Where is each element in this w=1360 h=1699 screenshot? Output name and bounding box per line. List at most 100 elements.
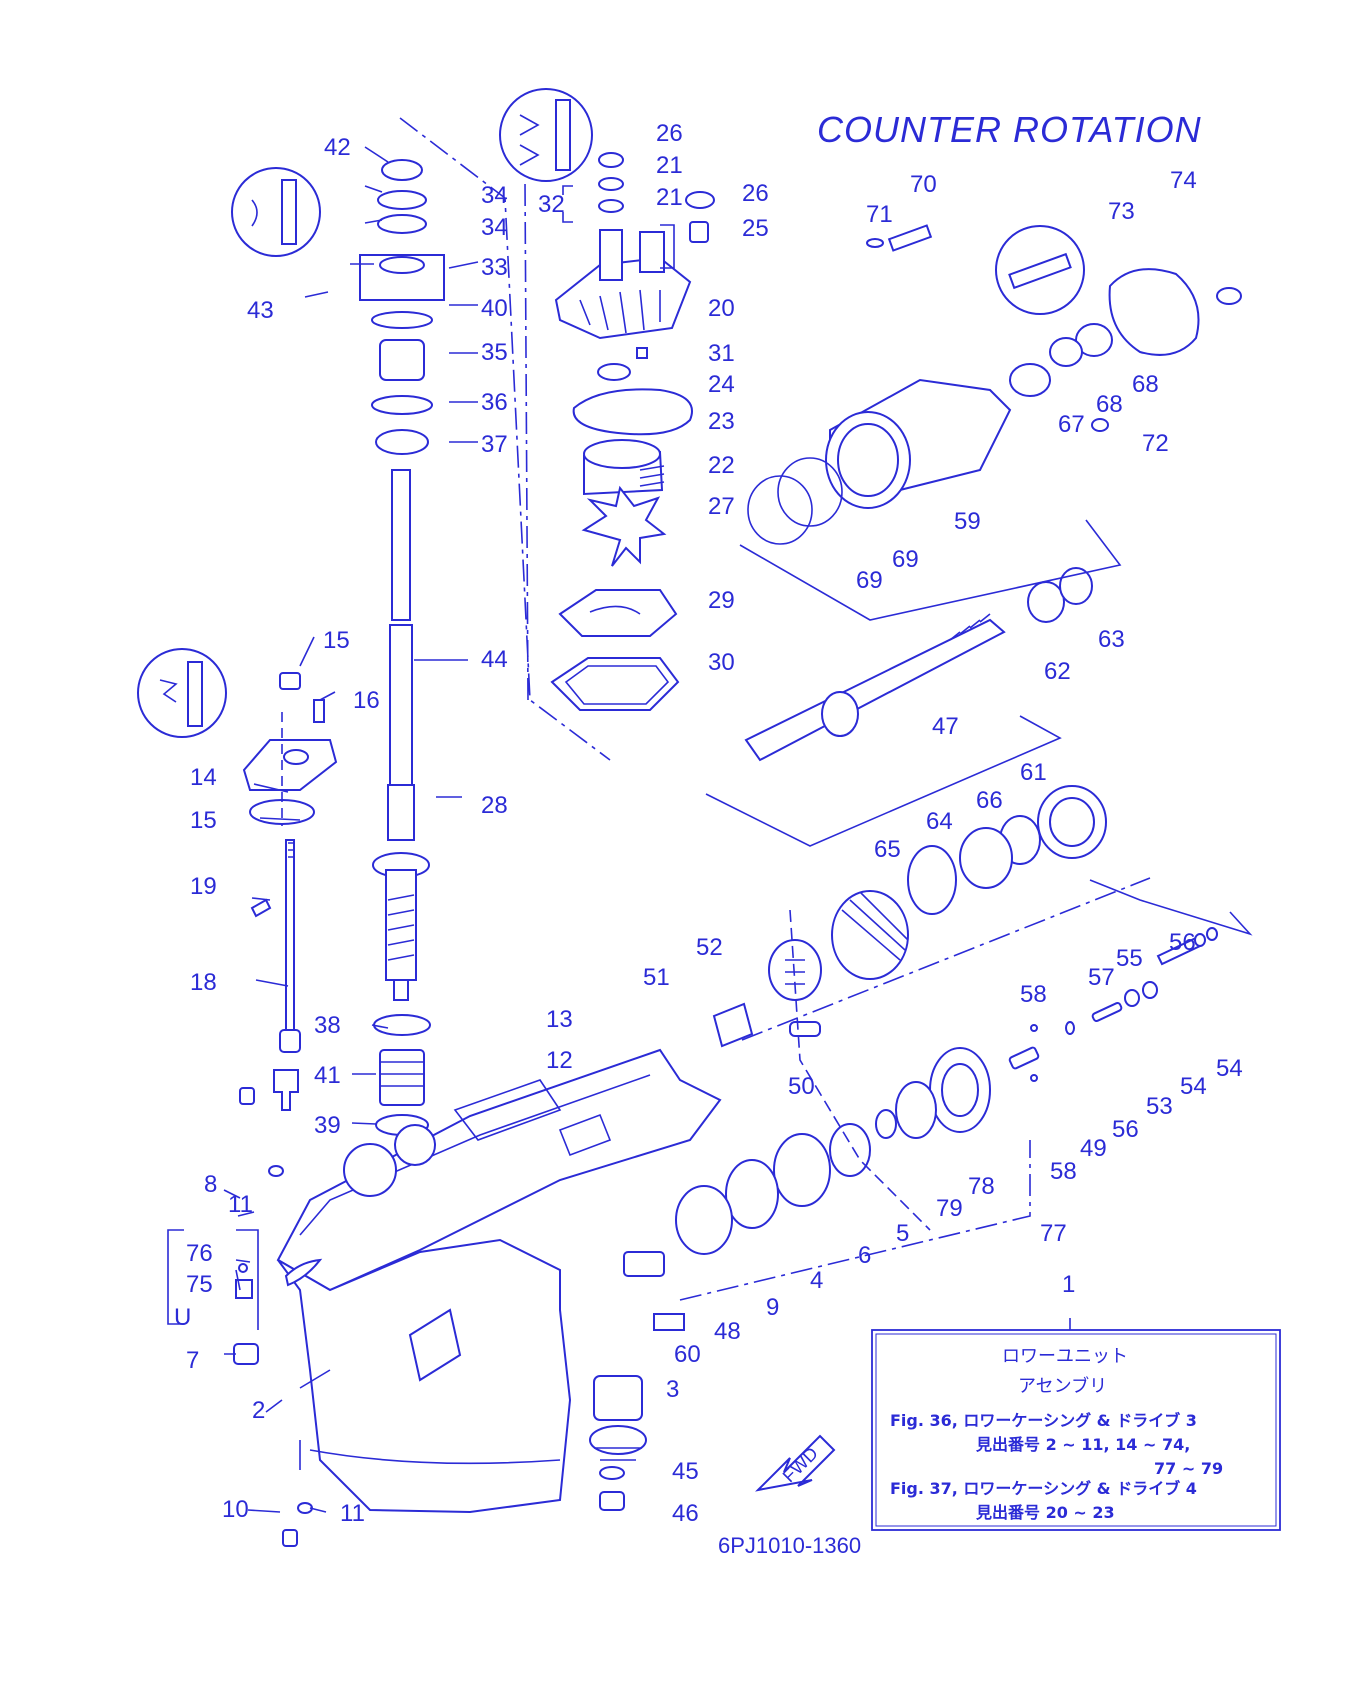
sealant-callout-top-left: [231, 167, 321, 257]
label-34-b: 34: [481, 214, 508, 241]
label-53: 53: [1146, 1093, 1173, 1120]
pump-dash-outline: [399, 117, 611, 761]
label-3: 3: [666, 1376, 679, 1403]
water-pump-group: [550, 152, 715, 711]
label-52: 52: [696, 934, 723, 961]
case-leaders: [299, 1369, 331, 1470]
label-18: 18: [190, 969, 217, 996]
label-78: 78: [968, 1173, 995, 1200]
sealant-callout-top-center: [499, 88, 593, 182]
label-55: 55: [1116, 945, 1143, 972]
sealant-callout-left: [137, 648, 227, 738]
label-73: 73: [1108, 198, 1135, 225]
label-28: 28: [481, 792, 508, 819]
fig37-line2: 見出番号 20 ~ 23: [975, 1503, 1115, 1522]
fwd-arrow-icon: FWD: [755, 1434, 836, 1492]
assembly-name-line2: アセンブリ: [1018, 1375, 1107, 1397]
label-40: 40: [481, 295, 508, 322]
label-37: 37: [481, 431, 508, 458]
label-77: 77: [1040, 1220, 1067, 1247]
label-2: 2: [252, 1397, 265, 1424]
label-68-b: 68: [1096, 391, 1123, 418]
clutch-frame: [1089, 879, 1253, 936]
label-11-b: 11: [340, 1500, 365, 1527]
label-10: 10: [222, 1496, 249, 1523]
label-79: 79: [936, 1195, 963, 1222]
label-57: 57: [1088, 964, 1115, 991]
label-6: 6: [858, 1242, 871, 1269]
label-63: 63: [1098, 626, 1125, 653]
label-24: 24: [708, 371, 735, 398]
gear-frame: [705, 715, 1062, 847]
label-49: 49: [1080, 1135, 1107, 1162]
diagram-title: COUNTER ROTATION: [817, 109, 1202, 150]
label-12: 12: [546, 1047, 573, 1074]
label-23: 23: [708, 408, 735, 435]
label-69-b: 69: [856, 567, 883, 594]
label-70: 70: [910, 171, 937, 198]
label-74: 74: [1170, 167, 1197, 194]
label-67: 67: [1058, 411, 1085, 438]
label-34-a: 34: [481, 182, 508, 209]
label-64: 64: [926, 808, 953, 835]
label-61: 61: [1020, 759, 1047, 786]
label-27: 27: [708, 493, 735, 520]
fig36-line2: 見出番号 2 ~ 11, 14 ~ 74,: [975, 1435, 1190, 1454]
label-11-a: 11: [228, 1191, 253, 1218]
fig37-line1: Fig. 37, ロワーケーシング & ドライブ 4: [890, 1479, 1197, 1498]
label-14: 14: [190, 764, 217, 791]
fig36-line1: Fig. 36, ロワーケーシング & ドライブ 3: [890, 1411, 1197, 1430]
label-48: 48: [714, 1318, 741, 1345]
assembly-ref-label: 1: [1062, 1271, 1075, 1298]
gear-case: [276, 1048, 722, 1514]
part-labels: 42 34 34 33 43 40 35 36 37 44 15 16 14 1…: [186, 120, 1243, 1527]
label-21-a: 21: [656, 152, 683, 179]
label-26-b: 26: [742, 180, 769, 207]
kit-marker: U: [174, 1304, 191, 1331]
kit-parts: [233, 1087, 313, 1547]
label-19: 19: [190, 873, 217, 900]
label-58-b: 58: [1050, 1158, 1077, 1185]
label-44: 44: [481, 646, 508, 673]
label-21-b: 21: [656, 184, 683, 211]
label-75: 75: [186, 1271, 213, 1298]
label-71: 71: [866, 201, 893, 228]
label-17: 16: [353, 687, 380, 714]
fig36-line3: 77 ~ 79: [1154, 1459, 1223, 1478]
label-56-b: 56: [1112, 1116, 1139, 1143]
label-50: 50: [788, 1073, 815, 1100]
prop-dash-guide-3: [789, 909, 931, 1231]
label-45: 45: [672, 1458, 699, 1485]
label-8: 7: [186, 1347, 199, 1374]
prop-dash-guide-1: [679, 1140, 1031, 1301]
label-30: 30: [708, 649, 735, 676]
sealant-callout-right: [995, 225, 1085, 315]
shift-rod-group: [242, 672, 338, 1111]
label-76: 76: [186, 1240, 213, 1267]
label-46: 46: [672, 1500, 699, 1527]
label-32: 32: [538, 191, 565, 218]
label-31: 31: [708, 340, 735, 367]
label-62: 62: [1044, 658, 1071, 685]
label-58-a: 58: [1020, 981, 1047, 1008]
label-47: 47: [932, 713, 959, 740]
bearing-frame: [739, 519, 1122, 621]
label-33: 33: [481, 254, 508, 281]
label-68-a: 68: [1132, 371, 1159, 398]
bearing-bracket: [660, 224, 675, 269]
label-54-b: 54: [1180, 1073, 1207, 1100]
label-60: 60: [674, 1341, 701, 1368]
label-13: 13: [546, 1006, 573, 1033]
label-4: 4: [810, 1267, 823, 1294]
label-66: 66: [976, 787, 1003, 814]
label-5: 5: [896, 1220, 909, 1247]
prop-dash-guide-2: [741, 877, 1151, 1041]
label-59: 59: [954, 508, 981, 535]
label-29: 29: [708, 587, 735, 614]
propeller-shaft-group: [675, 224, 1242, 1255]
label-65: 65: [874, 836, 901, 863]
label-20: 20: [708, 295, 735, 322]
label-41: 41: [314, 1062, 341, 1089]
label-leaders: [223, 146, 479, 1513]
